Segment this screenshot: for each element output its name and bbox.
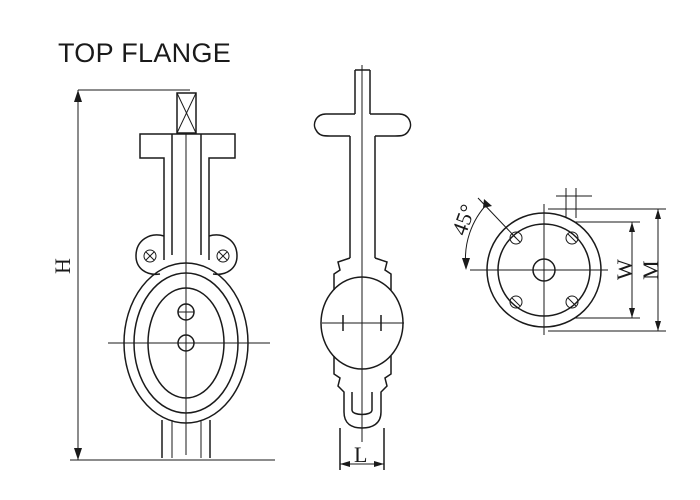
side-view: L — [313, 65, 412, 470]
flange-view: W M 45° — [446, 188, 666, 335]
dim-angle-label: 45° — [446, 201, 480, 239]
dim-h-label: H — [50, 258, 75, 274]
front-view: H — [50, 89, 275, 461]
dim-m-label: M — [638, 260, 663, 280]
page-title: TOP FLANGE — [58, 38, 232, 68]
dim-w-label: W — [612, 259, 637, 280]
dim-l-label: L — [354, 442, 367, 467]
